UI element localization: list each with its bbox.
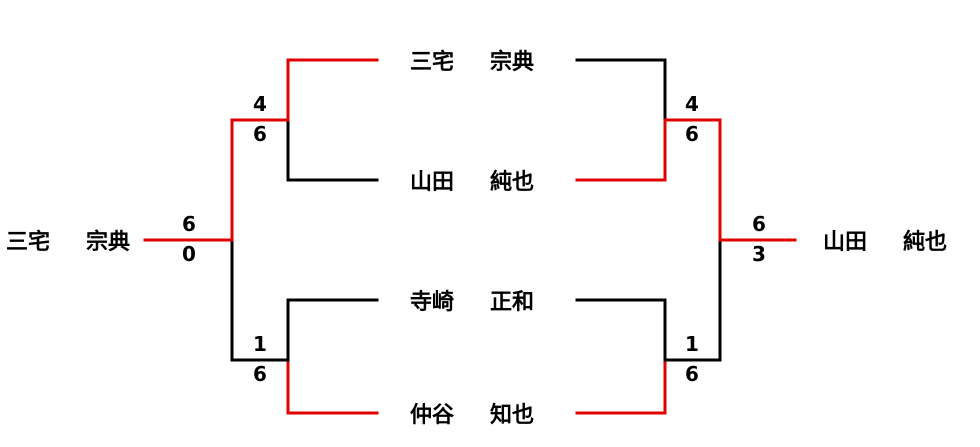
left-champion-surname: 三宅 [6, 229, 50, 255]
player-p4-given: 知也 [490, 402, 534, 428]
right-line-p3 [575, 298, 667, 362]
right-line-p2 [575, 118, 667, 182]
left-semi-top-score: 4 6 [253, 92, 267, 146]
score-bottom: 3 [752, 242, 766, 266]
left-line-p1 [286, 58, 379, 122]
score-bottom: 6 [253, 122, 267, 146]
player-p3-given: 正和 [490, 290, 534, 315]
score-bottom: 0 [182, 242, 196, 266]
player-p3: 寺崎 正和 [410, 290, 534, 315]
left-final-score: 6 0 [182, 212, 196, 266]
player-p2-surname: 山田 [410, 170, 454, 195]
right-final-score: 6 3 [752, 212, 766, 266]
score-top: 6 [752, 212, 766, 236]
right-line-p4 [575, 358, 667, 415]
player-p4-surname: 仲谷 [410, 402, 455, 428]
player-p1-given: 宗典 [490, 49, 534, 75]
score-bottom: 6 [685, 362, 699, 386]
right-bracket-lines [575, 58, 797, 415]
score-top: 1 [253, 332, 267, 356]
left-line-semi-bottom [230, 238, 290, 362]
left-bracket-lines [143, 58, 379, 415]
score-top: 6 [182, 212, 196, 236]
left-semi-bottom-score: 1 6 [253, 332, 267, 386]
player-p4: 仲谷 知也 [410, 402, 534, 428]
player-p1-surname: 三宅 [410, 49, 454, 75]
right-champion-surname: 山田 [823, 230, 867, 255]
right-line-p1 [575, 58, 667, 122]
score-top: 4 [685, 92, 699, 116]
player-p2-given: 純也 [490, 169, 534, 195]
player-p3-surname: 寺崎 [410, 290, 454, 315]
left-line-p4 [286, 358, 379, 415]
score-top: 1 [685, 332, 699, 356]
score-top: 4 [253, 92, 267, 116]
player-p1: 三宅 宗典 [410, 49, 534, 75]
right-champion: 山田 純也 [823, 229, 947, 255]
right-semi-bottom-score: 1 6 [685, 332, 699, 386]
left-line-semi-top [230, 118, 290, 242]
score-bottom: 6 [685, 122, 699, 146]
right-line-semi-bottom [663, 238, 722, 362]
player-p2: 山田 純也 [410, 169, 534, 195]
left-champion: 三宅 宗典 [6, 229, 130, 255]
right-champion-given: 純也 [903, 229, 947, 255]
right-line-semi-top [663, 118, 722, 242]
left-line-p3 [286, 298, 379, 362]
left-line-p2 [286, 118, 379, 182]
left-champion-given: 宗典 [86, 229, 130, 255]
score-bottom: 6 [253, 362, 267, 386]
right-semi-top-score: 4 6 [685, 92, 699, 146]
